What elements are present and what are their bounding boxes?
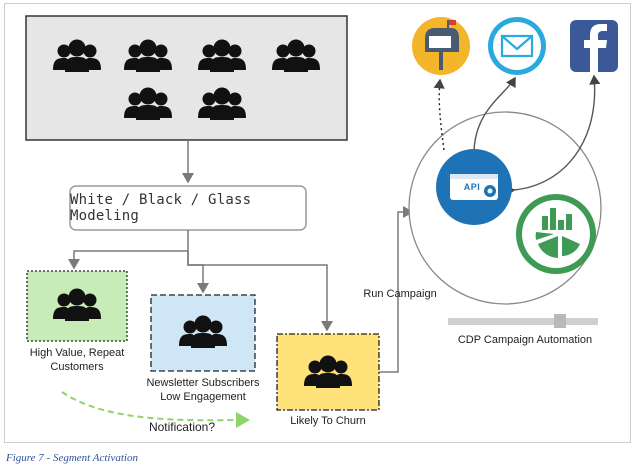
mailbox-icon — [412, 17, 470, 75]
notification-arrow — [61, 391, 250, 429]
api-gear-icon — [436, 149, 512, 225]
audience-box — [25, 15, 348, 141]
api-label: API — [463, 182, 481, 192]
segment-newsletter-box — [150, 294, 256, 372]
arrow-facebook — [505, 74, 601, 197]
facebook-icon — [570, 20, 618, 72]
cdp-label: CDP Campaign Automation — [457, 334, 593, 346]
analytics-icon — [516, 194, 596, 274]
segment-newsletter-line1: Newsletter Subscribers — [146, 377, 260, 389]
segment-high-value-label: High Value, Repeat Customers — [29, 347, 125, 373]
segment-high-value-box — [26, 270, 128, 342]
segment-churn-box — [276, 333, 380, 411]
segment-churn-label: Likely To Churn — [290, 415, 366, 427]
figure-frame — [4, 3, 631, 443]
run-campaign-arrow — [379, 206, 414, 373]
figure-caption: Figure 7 - Segment Activation — [6, 452, 138, 464]
run-campaign-label: Run Campaign — [363, 288, 437, 300]
segment-newsletter-line2: Low Engagement — [160, 391, 246, 403]
notification-label: Notification? — [148, 420, 216, 434]
cdp-slider — [448, 314, 598, 328]
modeling-label: White / Black / Glass Modeling — [70, 192, 252, 224]
branch-connectors — [68, 230, 333, 332]
email-icon — [488, 17, 546, 75]
segment-newsletter-label: Newsletter Subscribers Low Engagement — [140, 376, 266, 404]
